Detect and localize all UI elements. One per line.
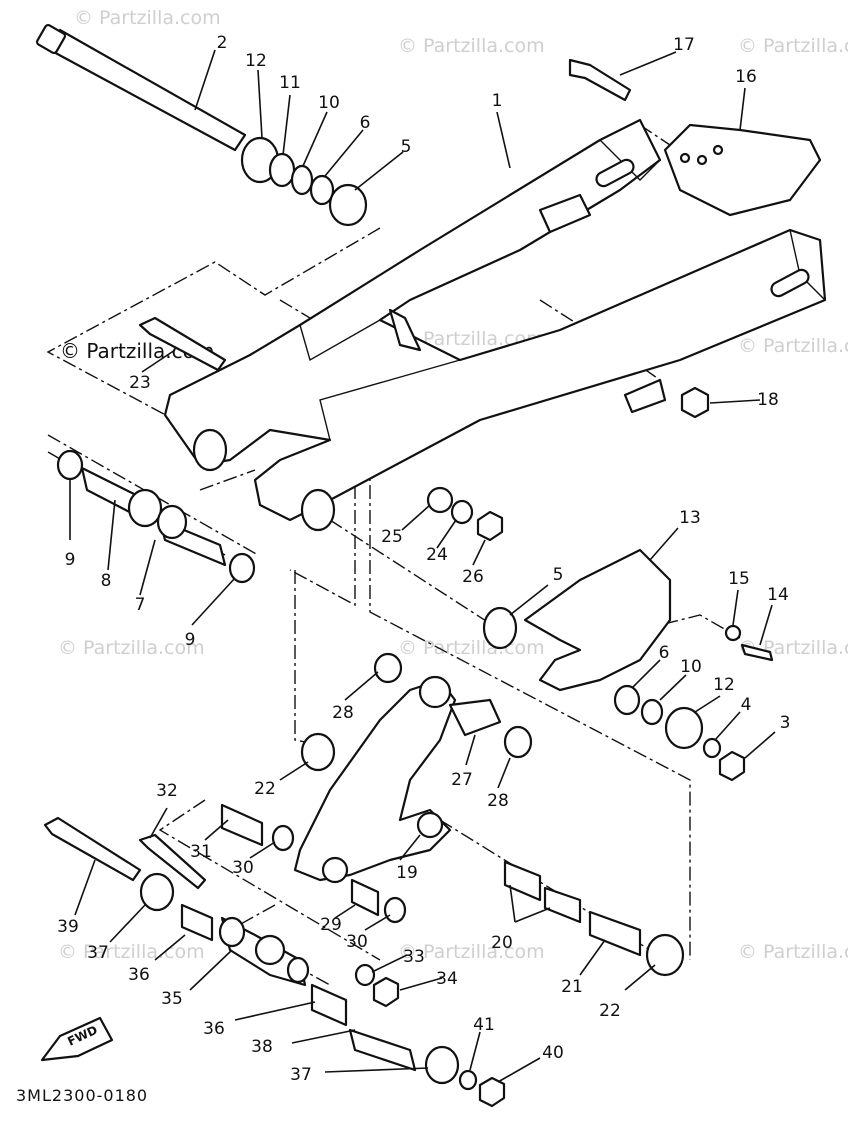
callout-label: 4 [741, 695, 752, 715]
callout-label: 27 [451, 770, 473, 790]
callout-label: 18 [757, 390, 779, 410]
diagram-code: 3ML2300-0180 [16, 1086, 148, 1105]
callout-label: 10 [318, 93, 340, 113]
callout-label: 39 [57, 917, 79, 937]
pivot-shaft [35, 23, 247, 152]
callout-label: 15 [728, 569, 750, 589]
bushings-lower-right [503, 860, 685, 977]
callout-label: 25 [381, 527, 403, 547]
callout-label: 28 [487, 791, 509, 811]
bushings-lower-left [220, 803, 407, 924]
watermark: © Partzilla.com [398, 35, 545, 57]
callout-label: 28 [332, 703, 354, 723]
callout-label: 7 [135, 595, 146, 615]
callout-label: 37 [87, 943, 109, 963]
callout-label: 37 [290, 1065, 312, 1085]
callout-label: 36 [203, 1019, 225, 1039]
fwd-arrow: FWD [40, 1016, 114, 1062]
callout-label: 19 [396, 863, 418, 883]
callout-label: 5 [553, 565, 564, 585]
callout-label: 11 [279, 73, 301, 93]
callout-label: 5 [401, 137, 412, 157]
watermark: © Partzilla.com [738, 35, 848, 57]
callout-label: 14 [767, 585, 789, 605]
watermark: © Partzilla.com [58, 941, 205, 963]
callout-label: 22 [254, 779, 276, 799]
callout-label: 35 [161, 989, 183, 1009]
callout-label: 30 [346, 932, 368, 952]
watermark: © Partzilla.com [398, 941, 545, 963]
callout-label: 32 [156, 781, 178, 801]
pivot-stack-left [56, 449, 256, 584]
callout-label: 6 [659, 643, 670, 663]
callout-label: 16 [735, 67, 757, 87]
chain-buffer [482, 548, 774, 782]
callout-label: 36 [128, 965, 150, 985]
callout-label: 22 [599, 1001, 621, 1021]
callout-label: 17 [673, 35, 695, 55]
callout-label: 34 [436, 969, 458, 989]
callout-label: 40 [542, 1043, 564, 1063]
callout-label: 12 [245, 51, 267, 71]
callout-label: 6 [360, 113, 371, 133]
callouts: 1 2 3 4 5 5 6 6 7 8 9 9 10 10 11 12 12 1… [57, 33, 790, 1085]
callout-label: 23 [129, 373, 151, 393]
callout-label: 12 [713, 675, 735, 695]
watermark: © Partzilla.com [74, 7, 221, 29]
leader-lines [69, 49, 776, 1083]
watermark: © Partzilla.com [738, 941, 848, 963]
callout-label: 3 [780, 713, 791, 733]
callout-label: 29 [320, 915, 342, 935]
swingarm [163, 118, 827, 532]
watermark: © Partzilla.com [738, 335, 848, 357]
bolt-23 [138, 316, 227, 372]
hardware-25-24-26 [426, 486, 504, 542]
callout-label: 38 [251, 1037, 273, 1057]
callout-label: 8 [101, 571, 112, 591]
callout-label: 13 [679, 508, 701, 528]
callout-label: 10 [680, 657, 702, 677]
callout-label: 9 [185, 630, 196, 650]
callout-label: 33 [403, 947, 425, 967]
watermark: © Partzilla.com [398, 637, 545, 659]
callout-label: 41 [473, 1015, 495, 1035]
callout-label: 30 [232, 858, 254, 878]
callout-label: 20 [491, 933, 513, 953]
callout-label: 21 [561, 977, 583, 997]
relay-arm [293, 652, 533, 884]
callout-label: 1 [492, 91, 503, 111]
callout-label: 26 [462, 567, 484, 587]
connecting-rod [139, 872, 506, 1108]
watermarks: © Partzilla.com © Partzilla.com © Partzi… [58, 7, 848, 963]
chain-guide [568, 58, 822, 217]
pivot-stack-top [240, 136, 368, 227]
callout-label: 2 [217, 33, 228, 53]
bolts-lower [43, 816, 207, 890]
callout-label: 9 [65, 550, 76, 570]
watermark: © Partzilla.com [58, 637, 205, 659]
callout-label: 31 [190, 842, 212, 862]
callout-label: 24 [426, 545, 448, 565]
nut-18 [680, 386, 710, 419]
